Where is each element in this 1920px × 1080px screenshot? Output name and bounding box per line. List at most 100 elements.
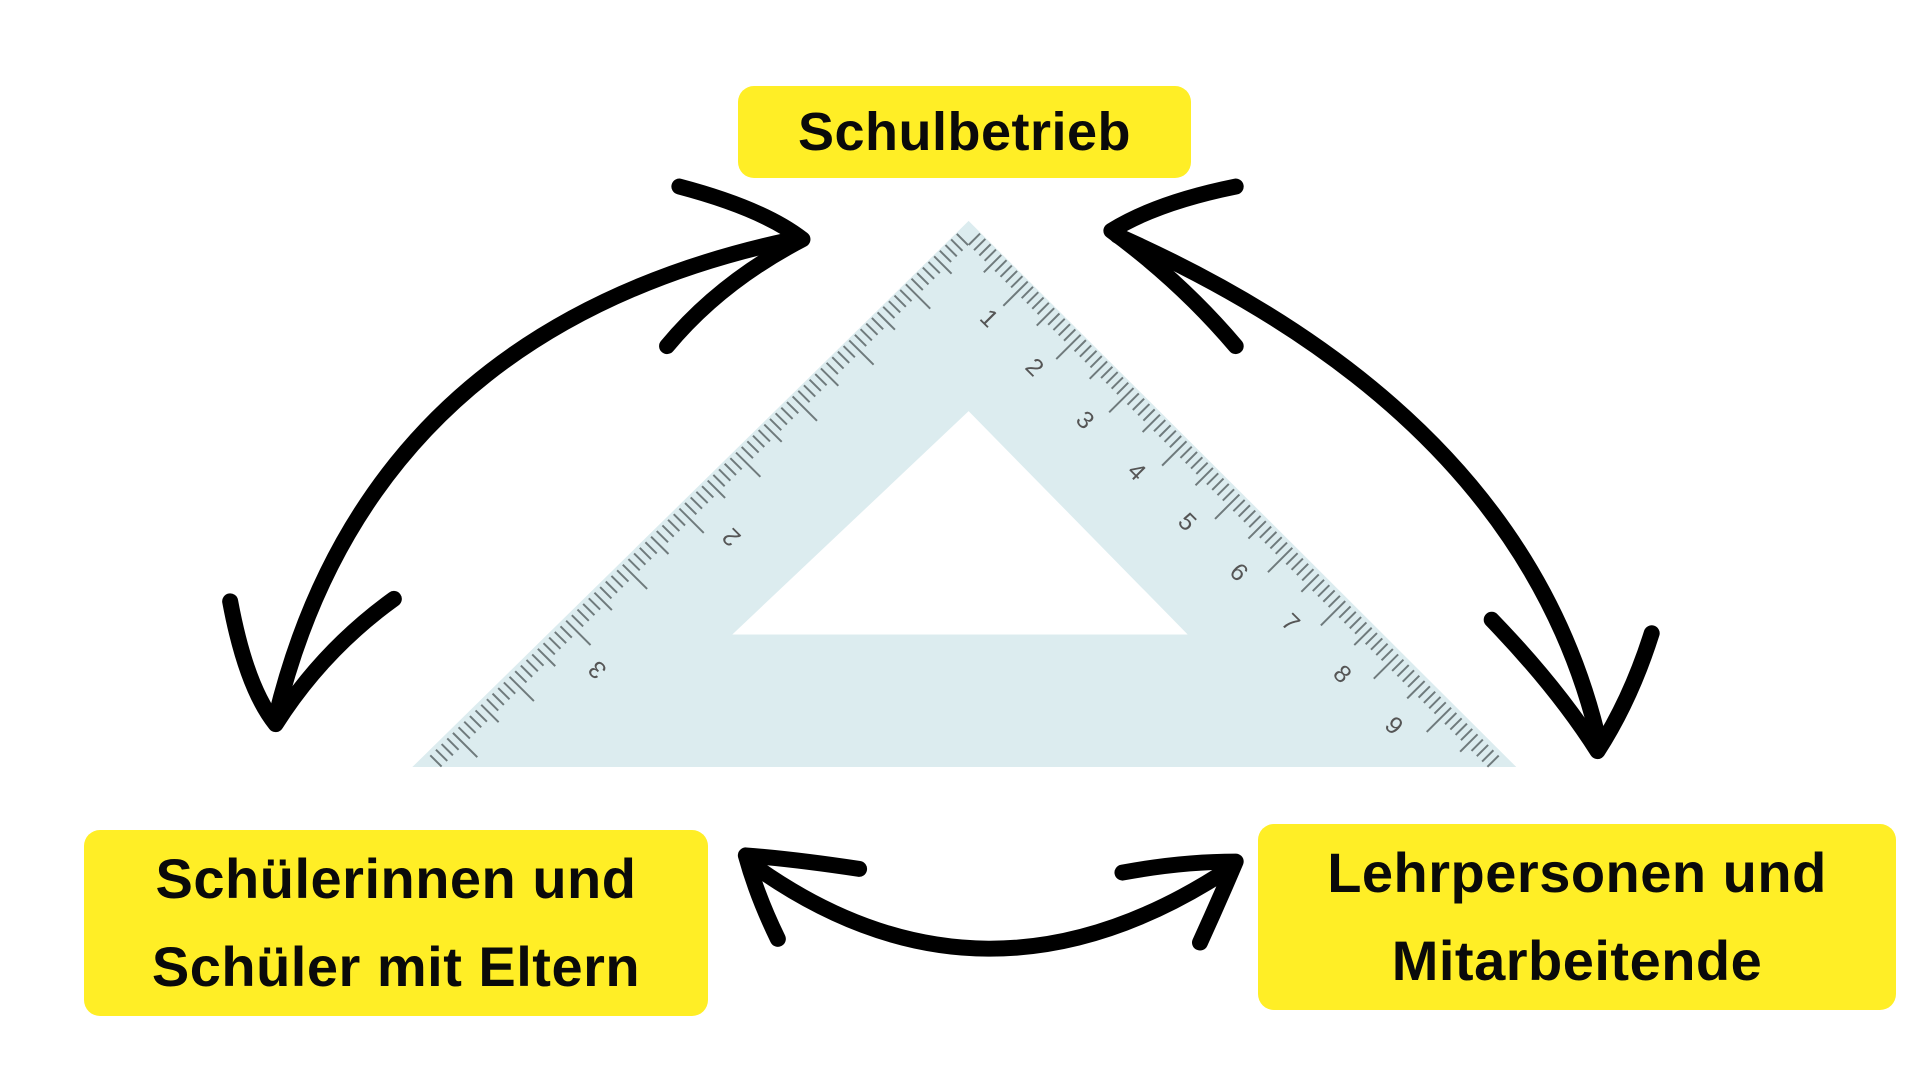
ruler-tick (1169, 435, 1182, 448)
ruler-tick (1417, 685, 1431, 699)
ruler-tick (1248, 515, 1262, 528)
ruler-tick (820, 367, 840, 387)
ruler-tick (1343, 611, 1357, 624)
ruler-tick (888, 300, 901, 314)
ruler-tick (1137, 403, 1151, 417)
ruler-tick (667, 519, 681, 532)
ruler-tick (565, 620, 592, 646)
ruler-tick (1285, 552, 1299, 566)
ruler-tick (576, 608, 590, 622)
ruler-tick (999, 264, 1013, 278)
ruler-tick (1353, 627, 1373, 646)
ruler-tick (859, 328, 873, 342)
ruler-tick (452, 732, 478, 758)
ruler-tick (916, 272, 930, 286)
ruler-tick (740, 446, 754, 459)
ruler-tick (1454, 722, 1468, 736)
ruler-tick (1185, 451, 1198, 464)
ruler-tick (1100, 366, 1114, 379)
ruler-tick (797, 390, 811, 403)
ruler-tick (1428, 696, 1442, 709)
ruler-tick (1036, 307, 1055, 327)
arrow-top-left-bidirectional (222, 178, 811, 733)
ruler-tick (769, 418, 782, 431)
ruler-tick (474, 709, 488, 723)
ruler-tick (1084, 350, 1098, 363)
ruler-tick (1237, 504, 1251, 518)
ruler-tick (752, 435, 765, 448)
node-lehrpersonen: Lehrpersonen und Mitarbeitende (1258, 824, 1896, 1010)
ruler-tick (673, 513, 686, 527)
ruler-tick (1460, 728, 1473, 741)
ruler-tick (825, 362, 839, 375)
ruler-tick (763, 423, 783, 443)
ruler-tick (871, 317, 884, 330)
ruler-tick (1267, 547, 1294, 573)
ruler-tick (786, 401, 799, 415)
ruler-tick (548, 636, 562, 650)
ruler-tick (1426, 706, 1452, 733)
ruler-tick (1322, 589, 1336, 603)
ruler-tick (1214, 493, 1241, 520)
ruler-tick (1259, 525, 1272, 539)
ruler-tick (463, 720, 477, 734)
ruler-tick (491, 692, 505, 706)
ruler-tick (1036, 302, 1050, 315)
ruler-tick (876, 311, 896, 331)
ruler-tick (944, 244, 958, 258)
ruler-tick (1161, 440, 1188, 467)
ruler-tick (973, 238, 987, 251)
ruler-tick (1055, 334, 1082, 360)
ruler-tick (542, 642, 556, 656)
ruler-tick (1108, 387, 1135, 414)
ruler-tick (503, 681, 516, 695)
ruler-tick (644, 541, 658, 555)
ruler-tick (582, 603, 596, 616)
ruler-body (412, 220, 1517, 768)
ruler-tick (1300, 573, 1320, 593)
ruler-tick (831, 356, 845, 370)
ruler-tick (1402, 669, 1415, 683)
ruler-tick (1391, 659, 1405, 672)
ruler-tick (922, 266, 935, 280)
ruler-tick (1216, 483, 1230, 496)
ruler-tick (757, 429, 771, 443)
ruler-tick (446, 737, 460, 751)
ruler-tick (497, 687, 511, 700)
ruler-tick (1486, 754, 1500, 768)
ruler-tick (1158, 424, 1172, 438)
ruler-tick (729, 457, 743, 471)
ruler-tick (650, 535, 670, 555)
ruler-tick (1089, 355, 1103, 369)
ruler-tick (1349, 616, 1362, 630)
ruler-tick (1105, 371, 1119, 385)
ruler-tick (848, 339, 875, 366)
ruler-tick (469, 715, 482, 729)
ruler-tick (1296, 563, 1309, 576)
ruler-tick (865, 322, 879, 336)
ruler-tick (774, 412, 788, 426)
arrow-top-right-bidirectional (1103, 178, 1660, 760)
ruler-tick (735, 451, 762, 478)
ruler-tick (1407, 674, 1421, 688)
ruler-tick (684, 502, 698, 515)
ruler-ticks (429, 232, 1500, 768)
ruler-tick (1026, 291, 1039, 305)
ruler-tick (1052, 318, 1066, 331)
ruler-tick (1163, 429, 1177, 443)
ruler-tick (939, 250, 952, 263)
ruler-tick (1116, 382, 1129, 395)
ruler-tick (429, 754, 443, 768)
ruler-tick (435, 749, 448, 762)
ruler-tick (1073, 339, 1087, 353)
ruler-tick (639, 547, 652, 560)
ruler-tick (968, 232, 981, 246)
ruler-tick (1232, 499, 1246, 512)
ruler-tick (1126, 392, 1140, 406)
ruler-tick (1269, 536, 1283, 550)
ruler-tick (1110, 376, 1124, 390)
ruler-tick (599, 586, 613, 600)
ruler-tick (514, 670, 528, 684)
ruler-tick (1063, 328, 1077, 342)
